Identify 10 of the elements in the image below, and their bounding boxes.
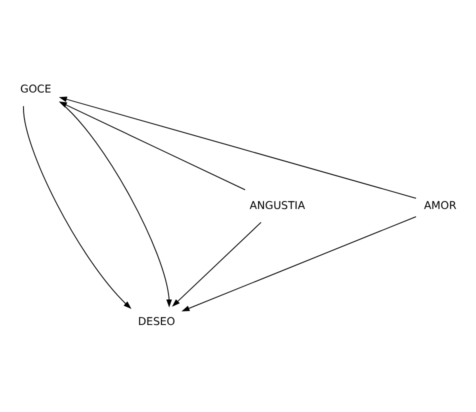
arrow — [58, 102, 246, 190]
node-text: AMOR — [424, 198, 456, 212]
node-text: DESEO — [138, 315, 176, 328]
arrow — [23, 106, 132, 309]
node-text: ANGUSTIA — [250, 198, 306, 212]
node-text: GOCE — [20, 82, 52, 96]
arrow — [181, 216, 416, 312]
arrow — [60, 102, 172, 308]
arrow — [58, 96, 416, 199]
arrow — [172, 222, 262, 307]
